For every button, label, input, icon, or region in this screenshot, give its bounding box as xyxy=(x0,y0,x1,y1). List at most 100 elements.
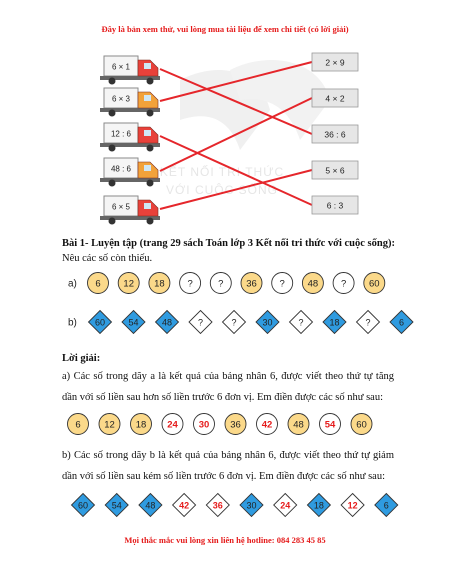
exercise-row-a-circle-4: ? xyxy=(179,272,202,294)
answer-box-frame xyxy=(311,195,359,215)
exercise-row-b-diamond-10: 6 xyxy=(389,309,414,335)
answer-box-4: 5 × 6 xyxy=(311,160,359,180)
answer-box-label: 4 × 2 xyxy=(325,94,344,104)
circle-shape xyxy=(117,272,140,294)
circle-value: 18 xyxy=(154,279,165,290)
solution-row-b-diamond-7: 24 xyxy=(273,492,298,518)
truck-wheel-front xyxy=(146,144,154,152)
diamond-value: 54 xyxy=(128,318,138,328)
truck-window xyxy=(144,63,151,69)
circle-shape xyxy=(332,272,355,294)
truck-wheel-back xyxy=(108,109,116,117)
circle-shape xyxy=(301,272,324,294)
solution-paragraph-a: a) Các số trong dãy a là kết quả của bản… xyxy=(62,371,394,403)
circle-value: ? xyxy=(187,279,192,290)
exercise-row-b-label: b) xyxy=(68,318,77,329)
circle-value: 54 xyxy=(325,420,336,431)
truck-label: 6 × 3 xyxy=(112,95,131,104)
diamond-value: 18 xyxy=(314,501,324,511)
circle-shape xyxy=(87,272,109,294)
solution-row-a-circle-6: 36 xyxy=(224,413,247,435)
circle-shape xyxy=(179,272,202,294)
circle-shape xyxy=(224,413,247,435)
truck-label: 6 × 1 xyxy=(112,63,131,72)
solution-row-b-diamond-5: 36 xyxy=(205,492,230,518)
matching-lines xyxy=(159,61,313,210)
exercise-row-a-circle-6: 36 xyxy=(240,272,263,294)
exercise-row-a-circle-10: 60 xyxy=(363,272,386,294)
truck-window xyxy=(144,130,151,136)
truck-wheel-back xyxy=(108,144,116,152)
circle-value: 12 xyxy=(123,279,134,290)
diamond-shape xyxy=(87,309,113,335)
watermark-line-1: KẾT NỐI TRI THỨC xyxy=(160,164,284,179)
solution-row-b-diamond-6: 30 xyxy=(239,492,264,518)
solution-row-a-circle-8: 48 xyxy=(287,413,310,435)
circle-shape xyxy=(287,413,310,435)
answer-box-5: 6 : 3 xyxy=(311,195,359,215)
diamond-shape xyxy=(306,492,332,518)
exercise-title: Bài 1- Luyện tập (trang 29 sách Toán lớp… xyxy=(62,238,395,249)
solution-row-a-circle-9: 54 xyxy=(319,413,341,435)
truck-window xyxy=(144,165,151,171)
diamond-shape xyxy=(70,492,96,518)
diamond-value: 6 xyxy=(399,318,404,328)
truck-wheel-front xyxy=(146,217,154,225)
circle-value: 36 xyxy=(246,279,257,290)
circle-shape xyxy=(161,413,184,435)
diamond-shape xyxy=(239,492,264,518)
exercise-row-a-circle-7: ? xyxy=(271,272,294,294)
solution-title: Lời giải: xyxy=(62,353,101,364)
diamond-value: 42 xyxy=(179,501,189,511)
truck-5: 6 × 5 xyxy=(100,195,160,225)
diamond-shape xyxy=(322,309,347,335)
solution-row-a-circle-2: 12 xyxy=(98,413,121,435)
truck-chassis xyxy=(100,76,160,80)
truck-window xyxy=(144,203,151,209)
circle-shape xyxy=(67,413,89,435)
diamond-value: 54 xyxy=(112,501,122,511)
truck-chassis xyxy=(100,178,160,182)
answer-box-1: 2 × 9 xyxy=(311,52,359,72)
diamond-shape xyxy=(138,492,163,518)
circle-value: ? xyxy=(280,279,285,290)
truck-wheel-front xyxy=(146,179,154,187)
truck-window xyxy=(144,95,151,101)
truck-label: 6 × 5 xyxy=(112,203,131,212)
solution-row-b-diamond-3: 48 xyxy=(138,492,163,518)
circle-value: 6 xyxy=(95,279,100,290)
diamond-value: ? xyxy=(198,318,203,328)
circle-shape xyxy=(350,413,373,435)
solution-row-b-diamond-1: 60 xyxy=(70,492,96,518)
circle-shape xyxy=(319,413,341,435)
circle-value: ? xyxy=(341,279,346,290)
circle-shape xyxy=(98,413,121,435)
circle-value: 30 xyxy=(199,420,210,431)
exercise-row-b-diamond-1: 60 xyxy=(87,309,113,335)
circle-value: 42 xyxy=(262,420,273,431)
truck-chassis xyxy=(100,216,160,220)
exercise-instruction: Nêu các số còn thiếu. xyxy=(62,253,153,264)
diamond-value: 36 xyxy=(213,501,223,511)
watermark-leaf-right xyxy=(230,60,330,140)
answer-box-frame xyxy=(311,88,359,108)
truck-wheel-back xyxy=(108,77,116,85)
answer-box-label: 36 : 6 xyxy=(324,130,346,140)
answer-box-frame xyxy=(311,160,359,180)
truck-2: 6 × 3 xyxy=(100,87,160,117)
solution-row-a-circle-4: 24 xyxy=(161,413,184,435)
exercise-row-b-diamond-3: 48 xyxy=(154,309,180,335)
diamond-shape xyxy=(288,309,314,335)
diamond-value: 12 xyxy=(348,501,358,511)
circle-value: 48 xyxy=(293,420,304,431)
solution-row-b-diamond-2: 54 xyxy=(104,492,129,518)
matching-line-5 xyxy=(159,169,313,210)
circle-shape xyxy=(130,413,152,435)
answer-box-label: 6 : 3 xyxy=(327,201,344,211)
diamond-shape xyxy=(171,492,197,518)
answer-box-frame xyxy=(311,124,359,144)
exercise-row-a-circle-9: ? xyxy=(332,272,355,294)
truck-4: 48 : 6 xyxy=(100,157,160,187)
circle-value: 48 xyxy=(308,279,319,290)
